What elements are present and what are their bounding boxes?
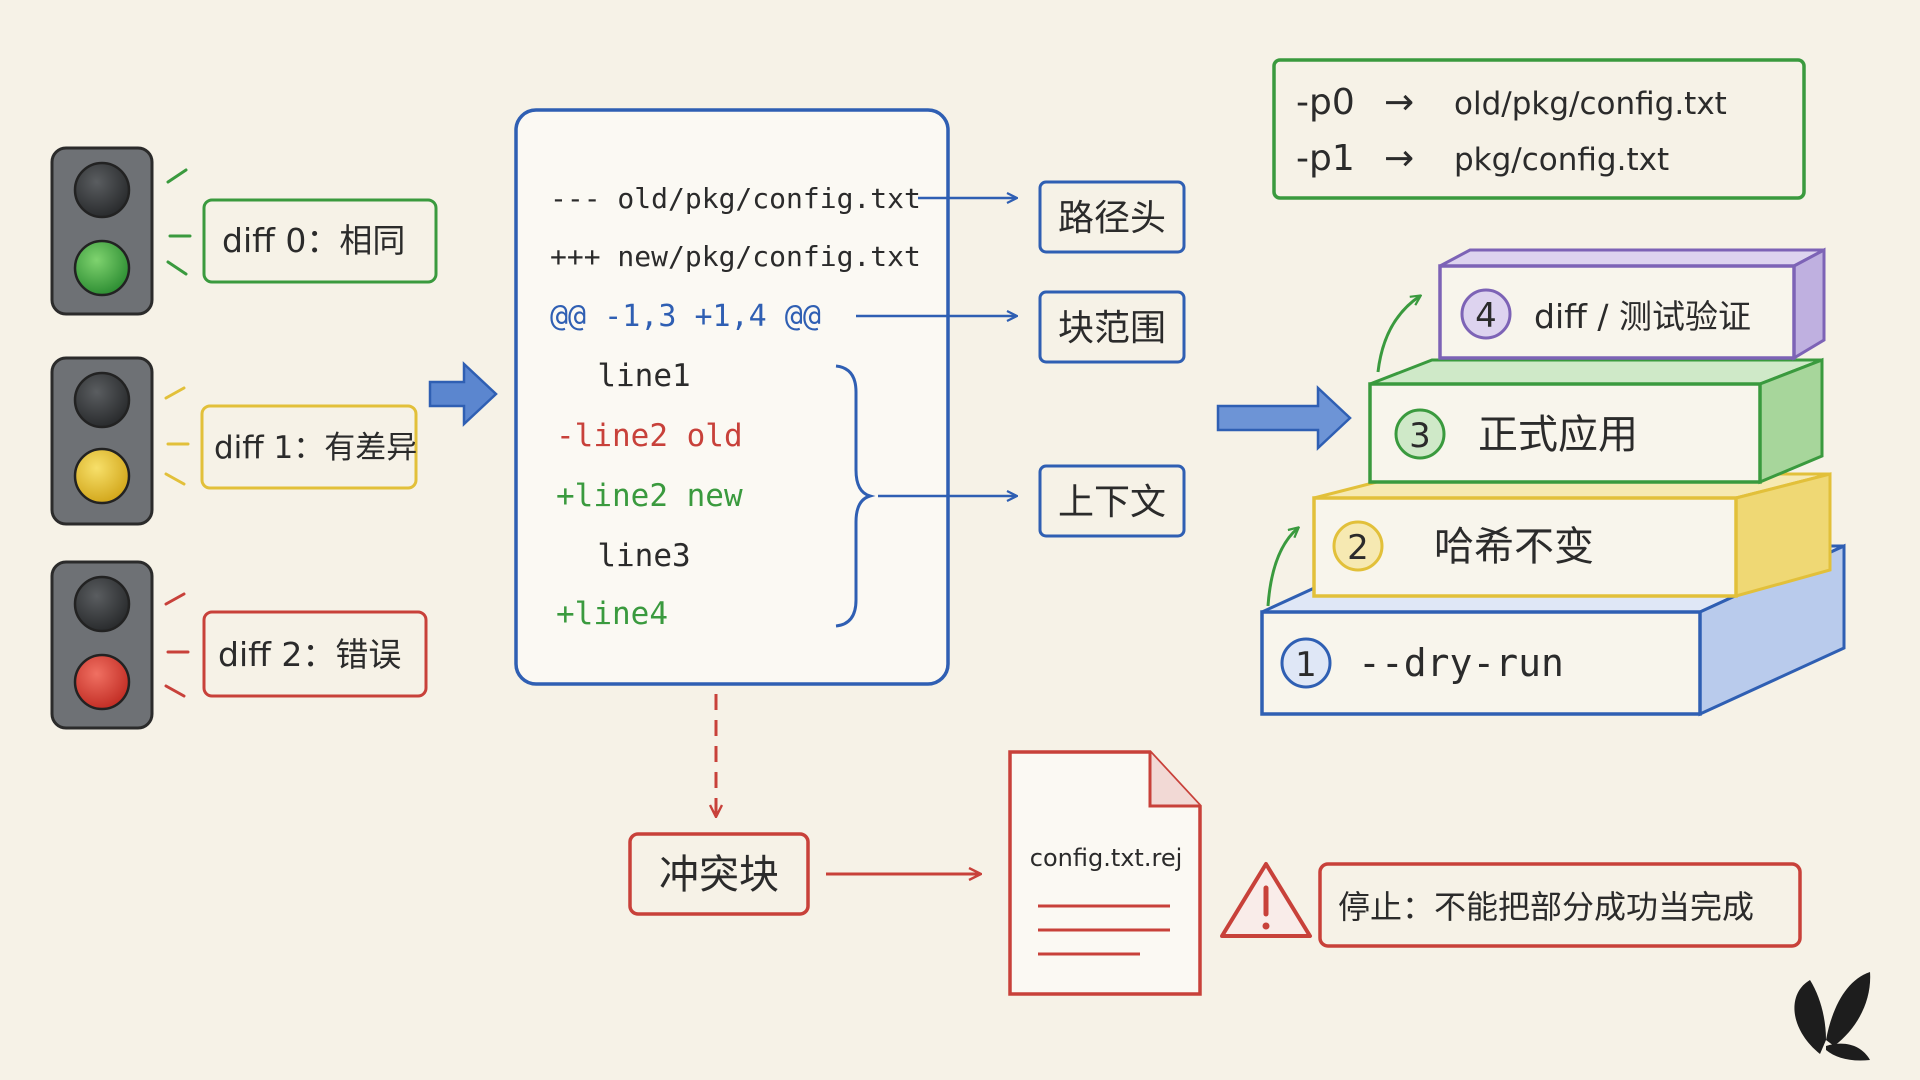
exit-code-label-1: diff 1：有差异 bbox=[214, 430, 417, 466]
step-1-label: --dry-run bbox=[1358, 641, 1564, 685]
step-2-number: 2 bbox=[1347, 528, 1369, 568]
step-4-label: diff / 测试验证 bbox=[1534, 297, 1751, 336]
patch-callouts: 路径头 块范围 上下文 bbox=[856, 180, 1186, 538]
step-2-label: 哈希不变 bbox=[1434, 524, 1594, 570]
warning-triangle-icon bbox=[1220, 862, 1312, 938]
traffic-light-yellow-icon bbox=[50, 356, 190, 526]
conflict-flow: 冲突块 config.txt.rej 停止：不能把部分成功当完成 bbox=[628, 694, 1802, 996]
traffic-light-red-icon bbox=[50, 560, 190, 730]
path-header-label: 路径头 bbox=[1058, 198, 1166, 239]
exit-code-legend: diff 0：相同 diff 1：有差异 diff 2：错误 bbox=[50, 146, 438, 730]
patch-line-6: line3 bbox=[560, 538, 691, 574]
step-4-number: 4 bbox=[1475, 296, 1497, 336]
step-4: 4 diff / 测试验证 bbox=[1438, 247, 1826, 361]
step-1-number: 1 bbox=[1295, 645, 1317, 685]
strip-p1-flag: -p1 bbox=[1296, 138, 1355, 179]
strip-p1-arrow: → bbox=[1384, 138, 1414, 179]
flow-arrow-icon bbox=[428, 361, 498, 427]
context-brace bbox=[835, 364, 876, 628]
strip-level-box: -p0 → old/pkg/config.txt -p1 → pkg/confi… bbox=[1272, 58, 1806, 200]
step-up-arrow-icon bbox=[1266, 528, 1298, 607]
context-label: 上下文 bbox=[1058, 482, 1166, 523]
step-2: 2 哈希不变 bbox=[1312, 472, 1832, 598]
butterfly-icon bbox=[1794, 972, 1871, 1061]
patch-file: --- old/pkg/config.txt +++ new/pkg/confi… bbox=[514, 108, 950, 686]
hunk-range-label: 块范围 bbox=[1058, 308, 1166, 349]
hunk-range-box bbox=[1038, 290, 1186, 364]
reject-file-name: config.txt.rej bbox=[1030, 844, 1183, 872]
step-up-arrow-icon bbox=[1376, 296, 1420, 373]
patch-line-7: +line4 bbox=[556, 596, 668, 632]
patch-line-0: --- old/pkg/config.txt bbox=[550, 182, 921, 215]
traffic-light-green-icon bbox=[50, 146, 192, 316]
context-box bbox=[1038, 464, 1186, 538]
step-3: 3 正式应用 bbox=[1368, 357, 1824, 485]
exit-code-box-2 bbox=[202, 610, 428, 698]
stop-message-box bbox=[1318, 862, 1802, 948]
patch-line-1: +++ new/pkg/config.txt bbox=[550, 240, 921, 273]
patch-line-5: +line2 new bbox=[556, 478, 743, 514]
flow-arrow-to-steps-icon bbox=[1216, 385, 1352, 451]
conflict-box bbox=[628, 832, 810, 916]
exit-code-box-0 bbox=[202, 198, 438, 284]
step-3-number: 3 bbox=[1409, 416, 1431, 456]
reject-file-icon bbox=[1008, 750, 1202, 996]
step-3-label: 正式应用 bbox=[1478, 412, 1638, 458]
stop-message: 停止：不能把部分成功当完成 bbox=[1338, 888, 1754, 926]
patch-line-3: line1 bbox=[560, 358, 691, 394]
path-header-box bbox=[1038, 180, 1186, 254]
strip-p0-arrow: → bbox=[1384, 82, 1414, 123]
conflict-label: 冲突块 bbox=[659, 852, 779, 898]
strip-p0-path: old/pkg/config.txt bbox=[1454, 86, 1727, 122]
strip-p0-flag: -p0 bbox=[1296, 82, 1355, 123]
exit-code-label-0: diff 0：相同 bbox=[222, 221, 405, 260]
patch-line-4: -line2 old bbox=[556, 418, 743, 454]
step-staircase: 1 --dry-run 2 哈希不变 3 正式应用 4 d bbox=[1260, 247, 1846, 717]
exit-code-box-1 bbox=[200, 404, 418, 490]
exit-code-label-2: diff 2：错误 bbox=[218, 635, 401, 674]
patch-line-2: @@ -1,3 +1,4 @@ bbox=[550, 299, 821, 334]
strip-p1-path: pkg/config.txt bbox=[1454, 142, 1669, 178]
